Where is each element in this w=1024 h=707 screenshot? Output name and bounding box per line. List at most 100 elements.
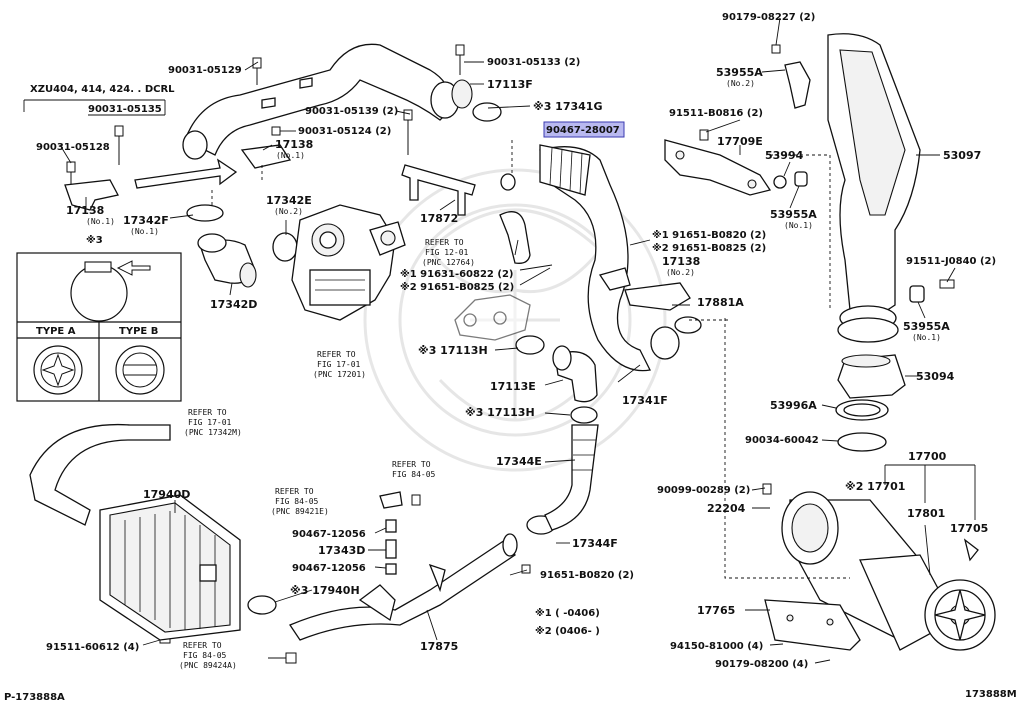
label-53994[interactable]: 53994 — [765, 149, 804, 162]
refer-84-05-c-line1: REFER TO — [183, 641, 222, 650]
label-91651-B0820-b[interactable]: 91651-B0820 (2) — [540, 570, 634, 581]
label-90467-12056-b[interactable]: 90467-12056 — [292, 563, 366, 574]
label-90031-05129[interactable]: 90031-05129 — [168, 65, 242, 76]
highlight-box — [543, 121, 625, 138]
hose-small-17341G[interactable] — [499, 173, 531, 264]
label-94150-81000[interactable]: 94150-81000 (4) — [670, 641, 763, 652]
hose-53094[interactable] — [837, 354, 906, 399]
label-17343D[interactable]: 17343D — [318, 544, 365, 557]
label-90034-60042[interactable]: 90034-60042 — [745, 435, 819, 446]
label-17940H[interactable]: ※3 17940H — [290, 584, 360, 597]
clamp-group[interactable] — [186, 102, 702, 615]
label-53996A[interactable]: 53996A — [770, 399, 817, 412]
label-17881A[interactable]: 17881A — [697, 296, 744, 309]
stay-53955A-no2[interactable] — [784, 61, 811, 109]
label-17113F[interactable]: 17113F — [487, 78, 533, 91]
label-91511-B0816[interactable]: 91511-B0816 (2) — [669, 108, 763, 119]
intercooler-17940D[interactable] — [99, 494, 241, 641]
label-90031-05124[interactable]: 90031-05124 (2) — [298, 126, 391, 137]
label-17709E[interactable]: 17709E — [717, 135, 763, 148]
refer-84-05-c-line2: FIG 84-05 — [183, 651, 227, 660]
bracket-17138-no2[interactable] — [624, 282, 691, 311]
refer-84-05-c-line3: (PNC 89424A) — [179, 661, 237, 670]
label-90099-00289[interactable]: 90099-00289 (2) — [657, 485, 750, 496]
label-17701[interactable]: ※2 17701 — [845, 480, 905, 493]
refer-17-01-a-line2: FIG 17-01 — [317, 360, 361, 369]
bracket-17765[interactable] — [764, 599, 861, 651]
upper-intake-pipe[interactable] — [182, 43, 473, 160]
label-91511-J0840[interactable]: 91511-J0840 (2) — [906, 256, 996, 267]
label-53097[interactable]: 53097 — [943, 149, 981, 162]
refer-84-05-b-line1: REFER TO — [275, 487, 314, 496]
turbocharger-assembly[interactable] — [291, 204, 406, 321]
bracket-17138-no1[interactable] — [64, 144, 292, 211]
label-17344F[interactable]: 17344F — [572, 537, 618, 550]
inset-type-a: TYPE A — [36, 326, 76, 337]
label-17342F[interactable]: 17342F — [123, 214, 169, 227]
intake-hose-17341F[interactable] — [539, 144, 680, 372]
label-90031-05133[interactable]: 90031-05133 (2) — [487, 57, 580, 68]
label-17344E[interactable]: 17344E — [496, 455, 542, 468]
label-17875[interactable]: 17875 — [420, 640, 458, 653]
label-90467-12056-a[interactable]: 90467-12056 — [292, 529, 366, 540]
label-53955A-no2-sub: (No.2) — [726, 79, 755, 88]
hose-17342D[interactable] — [197, 233, 257, 288]
label-91511-60612[interactable]: 91511-60612 (4) — [46, 642, 139, 653]
label-53955A-no1-a[interactable]: 53955A — [770, 208, 817, 221]
label-91651-B0825-b[interactable]: ※2 91651-B0825 (2) — [652, 242, 766, 254]
label-91651-B0820-a[interactable]: ※1 91651-B0820 (2) — [652, 229, 766, 241]
refer-17-01-a-line3: (PNC 17201) — [313, 370, 366, 379]
label-17113H-b[interactable]: ※3 17113H — [465, 406, 535, 419]
refer-12-01-line1: REFER TO — [425, 238, 464, 247]
gasket-53996A[interactable] — [835, 399, 889, 421]
label-91631-60822[interactable]: ※1 91631-60822 (2) — [400, 268, 513, 280]
label-17138-top-sub: (No.1) — [276, 151, 305, 160]
clamp-90034-60042[interactable] — [837, 432, 887, 452]
label-17138-left-sub: (No.1) — [86, 217, 115, 226]
label-53955A-no2[interactable]: 53955A — [716, 66, 763, 79]
elbow-17113E[interactable] — [552, 345, 598, 403]
label-17705[interactable]: 17705 — [950, 522, 988, 535]
grommet-group[interactable] — [773, 171, 925, 303]
leader-lines — [23, 17, 976, 664]
label-17940D[interactable]: 17940D — [143, 488, 190, 501]
label-17801[interactable]: 17801 — [907, 507, 945, 520]
refer-17-01-a-line1: REFER TO — [317, 350, 356, 359]
air-cleaner-assembly[interactable] — [781, 491, 996, 651]
hose-17344E[interactable] — [544, 424, 599, 531]
label-53955A-no1-b-sub: (No.1) — [912, 333, 941, 342]
label-17138-no2-sub: (No.2) — [666, 268, 695, 277]
bracket-17709E[interactable] — [664, 139, 772, 196]
label-90031-05135[interactable]: 90031-05135 — [88, 104, 162, 115]
dashed-connector-lines — [511, 140, 850, 579]
label-90179-08200[interactable]: 90179-08200 (4) — [715, 659, 808, 670]
note-1: ※1 ( -0406) — [535, 607, 600, 619]
label-90179-08227[interactable]: 90179-08227 (2) — [722, 12, 815, 23]
label-90031-05139[interactable]: 90031-05139 (2) — [305, 106, 398, 117]
intercooler-inlet-hose[interactable] — [29, 423, 171, 526]
label-17872[interactable]: 17872 — [420, 212, 458, 225]
label-17342F-sub: (No.1) — [130, 227, 159, 236]
label-17341G[interactable]: ※3 17341G — [533, 100, 602, 113]
label-91651-B0825-a[interactable]: ※2 91651-B0825 (2) — [400, 281, 514, 293]
label-17342E[interactable]: 17342E — [266, 194, 312, 207]
label-90467-28007-highlighted[interactable]: 90467-28007 — [546, 125, 620, 136]
label-17765[interactable]: 17765 — [697, 604, 735, 617]
label-17113E[interactable]: 17113E — [490, 380, 536, 393]
label-90031-05128[interactable]: 90031-05128 — [36, 142, 110, 153]
label-22204[interactable]: 22204 — [707, 502, 746, 515]
bracket-17872[interactable] — [401, 164, 476, 216]
label-17138-left[interactable]: 17138 — [66, 204, 104, 217]
refer-12-01-line2: FIG 12-01 — [425, 248, 469, 257]
label-17138-no2[interactable]: 17138 — [662, 255, 700, 268]
label-17342D[interactable]: 17342D — [210, 298, 257, 311]
air-duct-53097[interactable] — [827, 33, 921, 343]
label-53094[interactable]: 53094 — [916, 370, 955, 383]
label-17341F[interactable]: 17341F — [622, 394, 668, 407]
label-17700[interactable]: 17700 — [908, 450, 947, 463]
pipe-17875[interactable] — [289, 491, 518, 641]
label-53955A-no1-b[interactable]: 53955A — [903, 320, 950, 333]
label-17113H-a[interactable]: ※3 17113H — [418, 344, 488, 357]
label-17138-top[interactable]: 17138 — [275, 138, 313, 151]
